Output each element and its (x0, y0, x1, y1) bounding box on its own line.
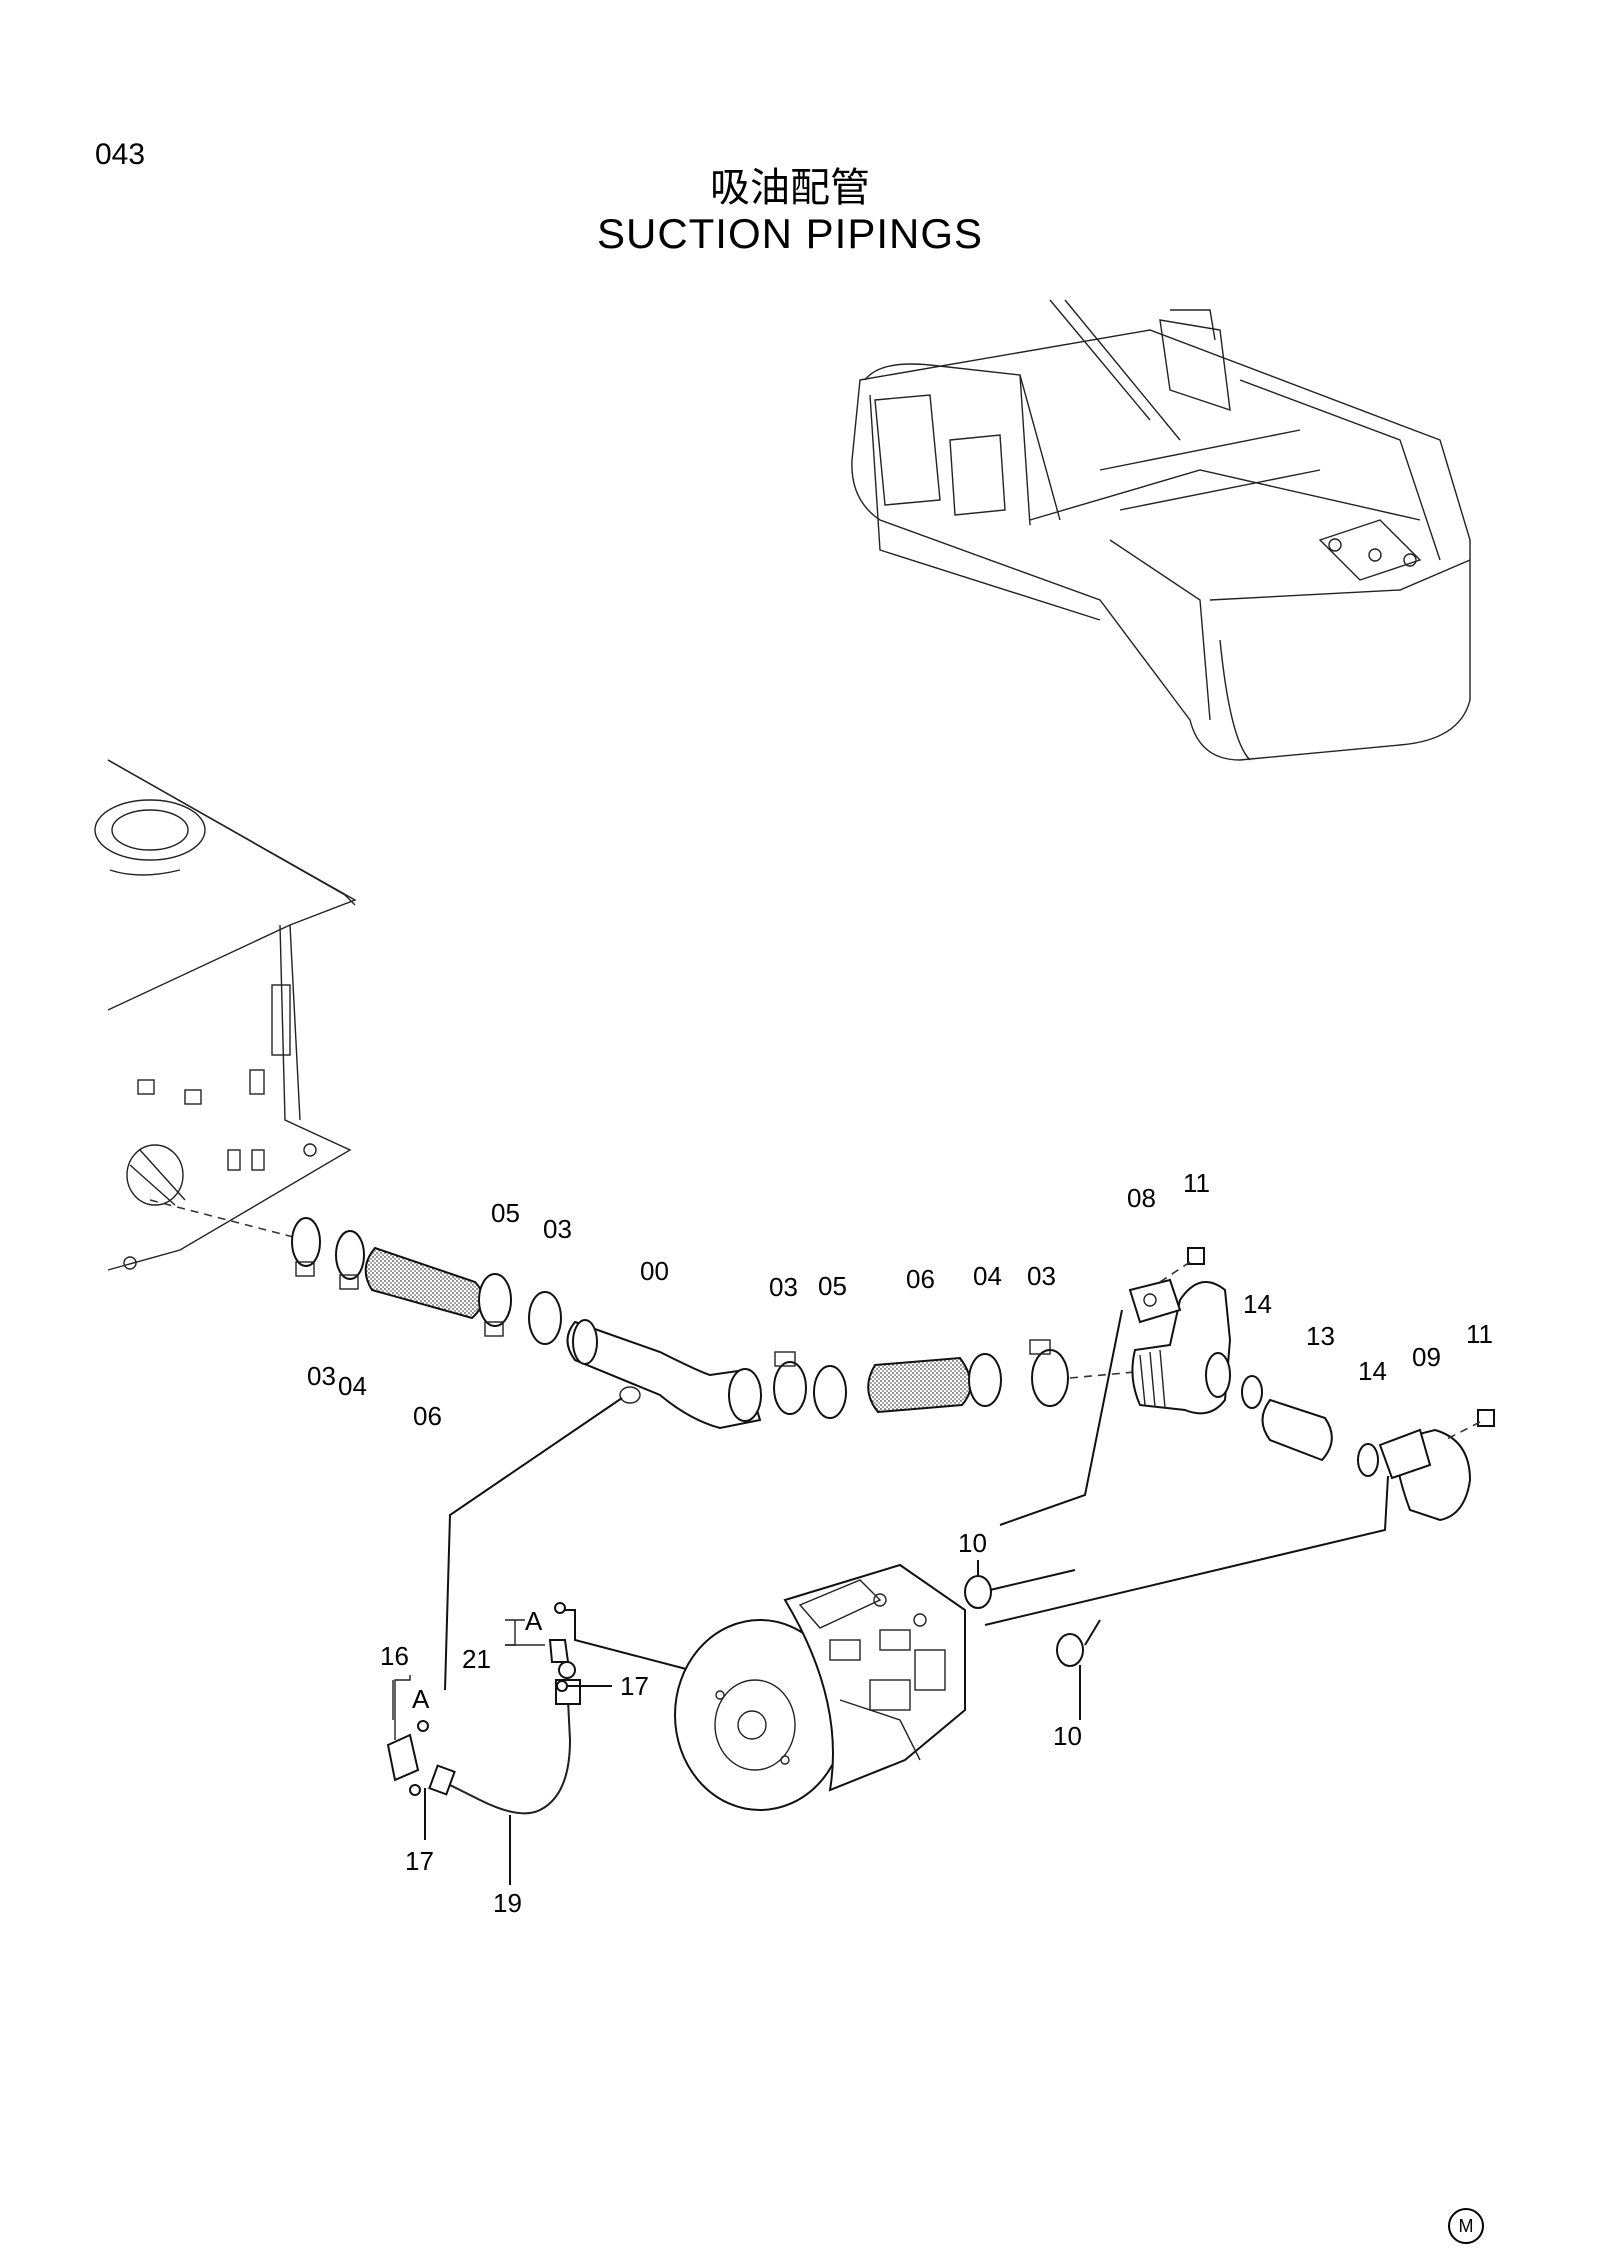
label-06-a: 06 (413, 1401, 442, 1431)
excavator-overview-illustration (851, 299, 1471, 761)
bolt-11-upper (1187, 1247, 1205, 1265)
hose-clamp-05-right (813, 1365, 847, 1419)
hydraulic-pump-illustration (674, 1563, 966, 1811)
suction-hose-06-right (867, 1356, 972, 1414)
hose-clamp-03-right (773, 1361, 807, 1415)
page-number: 043 (95, 138, 146, 171)
hydraulic-tank-illustration (94, 759, 357, 1271)
hose-clamp-04-left (335, 1230, 365, 1280)
hose-clamp-03-mid (528, 1291, 562, 1345)
o-ring-10-upper (964, 1575, 992, 1609)
label-21: 21 (462, 1644, 491, 1674)
elbow-fitting-16 (386, 1733, 420, 1782)
title-english: SUCTION PIPINGS (596, 210, 984, 257)
o-ring-17-right (556, 1680, 568, 1692)
hose-clamp-05-left (478, 1273, 512, 1327)
hose-clamp-04-right (968, 1353, 1002, 1407)
label-10-a: 10 (958, 1528, 987, 1558)
label-08: 08 (1127, 1183, 1156, 1213)
label-03-b: 03 (543, 1214, 572, 1244)
label-13: 13 (1306, 1321, 1335, 1351)
label-06-b: 06 (906, 1264, 935, 1294)
label-04-b: 04 (973, 1261, 1002, 1291)
label-11-a: 11 (1183, 1168, 1210, 1198)
label-16: 16 (380, 1641, 409, 1671)
o-ring-10-lower (1056, 1633, 1084, 1667)
label-03-a: 03 (307, 1361, 336, 1391)
o-ring-21-top (554, 1602, 566, 1614)
suction-pipe-00 (566, 1320, 762, 1430)
label-11-b: 11 (1466, 1319, 1493, 1349)
flange-09 (1378, 1428, 1432, 1480)
label-05-a: 05 (491, 1198, 520, 1228)
label-10-b: 10 (1053, 1721, 1082, 1751)
bolt-11-lower (1477, 1409, 1495, 1427)
o-ring-14-right (1357, 1443, 1379, 1477)
o-ring-17-upper-left (417, 1720, 429, 1732)
label-09: 09 (1412, 1342, 1441, 1372)
hydraulic-hose-19 (428, 1661, 581, 1815)
title-chinese: 吸油配管 (710, 165, 870, 211)
label-03-c: 03 (769, 1272, 798, 1302)
suction-hose-06-left (364, 1246, 484, 1320)
label-00: 00 (640, 1256, 669, 1286)
reference-mark-a-lower: A (412, 1684, 430, 1714)
hose-clamp-03-left (291, 1217, 321, 1267)
pipe-13 (1261, 1398, 1333, 1462)
o-ring-14-left (1241, 1375, 1263, 1409)
hose-clamp-03-far-right (1031, 1349, 1069, 1407)
label-17-b: 17 (405, 1846, 434, 1876)
o-ring-17-lower-left (409, 1784, 421, 1796)
label-05-b: 05 (818, 1271, 847, 1301)
label-14-a: 14 (1243, 1289, 1272, 1319)
adapter-21 (548, 1639, 570, 1663)
label-17-a: 17 (620, 1671, 649, 1701)
label-03-d: 03 (1027, 1261, 1056, 1291)
flange-08 (1128, 1278, 1182, 1324)
label-14-b: 14 (1358, 1356, 1387, 1386)
brand-mark: M (1448, 2208, 1484, 2244)
label-04-a: 04 (338, 1371, 367, 1401)
label-19: 19 (493, 1888, 522, 1918)
reference-mark-a-upper: A (525, 1606, 543, 1636)
